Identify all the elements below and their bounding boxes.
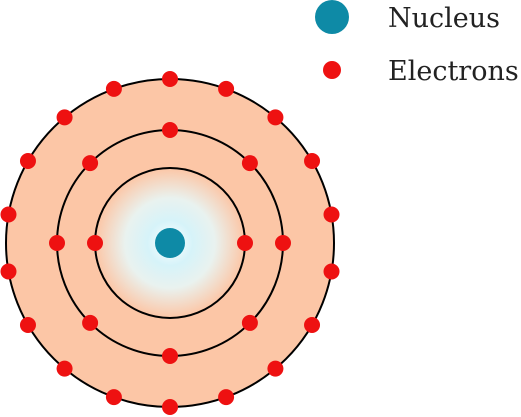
atom — [0, 71, 340, 415]
electron-outer-17 — [267, 109, 284, 126]
electron-outer-4 — [19, 153, 36, 169]
legend-electron-marker — [323, 61, 341, 79]
electron-outer-2 — [105, 80, 122, 97]
electron-inner-1 — [237, 235, 253, 251]
legend-nucleus-label: Nucleus — [388, 3, 500, 34]
electron-outer-1 — [162, 71, 178, 87]
legend-electrons-label: Electrons — [388, 56, 519, 87]
electron-outer-12 — [267, 360, 284, 377]
electrons-group — [0, 71, 340, 415]
electron-outer-9 — [105, 389, 122, 406]
electron-middle-6 — [82, 314, 99, 331]
electron-middle-1 — [275, 235, 291, 251]
legend-nucleus-marker — [315, 0, 349, 34]
electron-middle-4 — [82, 155, 99, 172]
electron-outer-15 — [323, 206, 340, 223]
electron-outer-7 — [19, 317, 36, 333]
electron-outer-14 — [323, 263, 340, 280]
electron-middle-5 — [49, 235, 65, 251]
electron-middle-8 — [241, 314, 258, 331]
electron-outer-3 — [56, 109, 73, 126]
legend: Nucleus Electrons — [315, 0, 519, 87]
electron-outer-16 — [304, 153, 321, 169]
electron-outer-10 — [162, 399, 178, 415]
nucleus — [155, 228, 185, 258]
electron-outer-6 — [0, 263, 17, 280]
electron-outer-5 — [0, 206, 17, 223]
electron-outer-13 — [304, 317, 321, 333]
electron-outer-11 — [218, 389, 235, 406]
electron-outer-8 — [56, 360, 73, 377]
electron-middle-2 — [241, 155, 258, 172]
electron-middle-7 — [162, 348, 178, 364]
electron-inner-2 — [87, 235, 103, 251]
electron-outer-18 — [218, 80, 235, 97]
electron-middle-3 — [162, 122, 178, 138]
